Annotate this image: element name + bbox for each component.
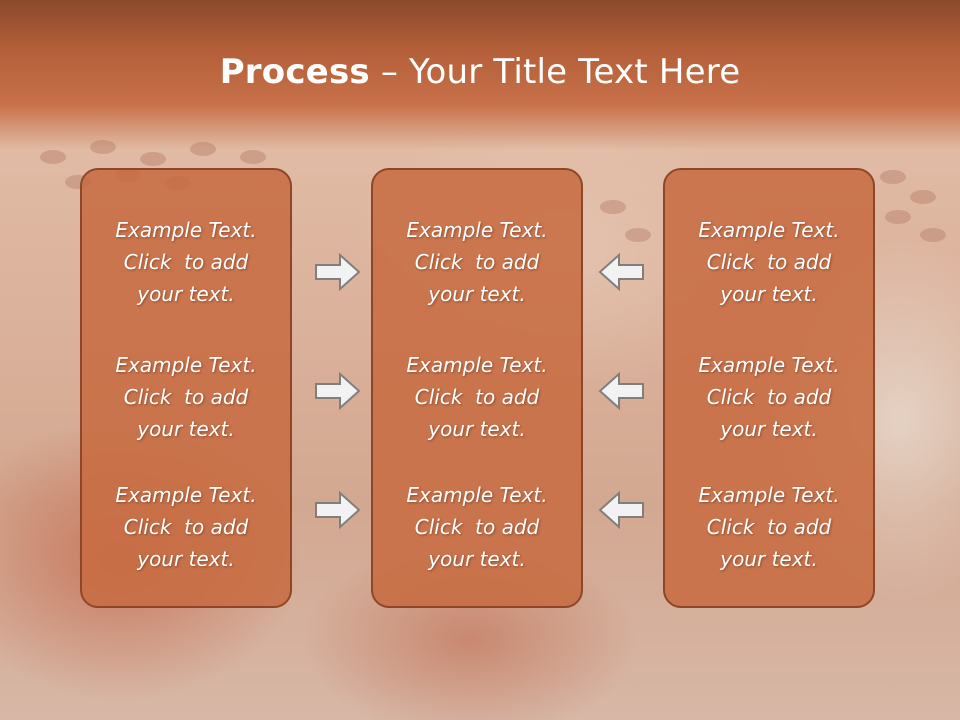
process-panel-left[interactable]: Example Text. Click to add your text. Ex…: [80, 168, 292, 608]
text-block[interactable]: Example Text. Click to add your text.: [665, 479, 873, 575]
text-line: your text.: [137, 547, 235, 571]
text-line: your text.: [137, 417, 235, 441]
text-line: your text.: [428, 417, 526, 441]
text-line: Example Text.: [406, 353, 548, 377]
arrow-right-icon: [315, 490, 361, 530]
arrow-right-icon: [315, 371, 361, 411]
text-line: Example Text.: [115, 218, 257, 242]
text-block[interactable]: Example Text. Click to add your text.: [82, 479, 290, 575]
arrow-left-icon: [598, 252, 644, 292]
text-line: Click to add: [414, 515, 540, 539]
text-line: your text.: [720, 417, 818, 441]
text-line: Click to add: [706, 385, 832, 409]
slide-title-bold: Process: [219, 52, 370, 92]
text-block[interactable]: Example Text. Click to add your text.: [665, 349, 873, 445]
text-line: Example Text.: [698, 483, 840, 507]
arrow-left-icon: [598, 490, 644, 530]
title-banner: [0, 0, 960, 150]
text-line: Click to add: [123, 250, 249, 274]
arrow-right-icon: [315, 252, 361, 292]
text-line: your text.: [720, 282, 818, 306]
text-line: Example Text.: [115, 483, 257, 507]
text-line: Example Text.: [698, 353, 840, 377]
text-line: Click to add: [123, 385, 249, 409]
text-line: Example Text.: [406, 483, 548, 507]
text-line: Click to add: [706, 515, 832, 539]
text-line: Click to add: [414, 385, 540, 409]
slide-title-rest: – Your Title Text Here: [369, 52, 741, 92]
process-panel-center[interactable]: Example Text. Click to add your text. Ex…: [371, 168, 583, 608]
text-line: Example Text.: [115, 353, 257, 377]
text-block[interactable]: Example Text. Click to add your text.: [665, 214, 873, 310]
text-line: Click to add: [414, 250, 540, 274]
text-block[interactable]: Example Text. Click to add your text.: [82, 349, 290, 445]
text-block[interactable]: Example Text. Click to add your text.: [373, 479, 581, 575]
text-line: Example Text.: [406, 218, 548, 242]
text-block[interactable]: Example Text. Click to add your text.: [373, 349, 581, 445]
slide-title[interactable]: Process – Your Title Text Here: [0, 52, 960, 92]
text-line: Example Text.: [698, 218, 840, 242]
text-block[interactable]: Example Text. Click to add your text.: [82, 214, 290, 310]
text-line: your text.: [428, 547, 526, 571]
text-line: Click to add: [706, 250, 832, 274]
arrow-left-icon: [598, 371, 644, 411]
process-panel-right[interactable]: Example Text. Click to add your text. Ex…: [663, 168, 875, 608]
text-line: your text.: [137, 282, 235, 306]
text-line: your text.: [720, 547, 818, 571]
text-block[interactable]: Example Text. Click to add your text.: [373, 214, 581, 310]
text-line: Click to add: [123, 515, 249, 539]
text-line: your text.: [428, 282, 526, 306]
